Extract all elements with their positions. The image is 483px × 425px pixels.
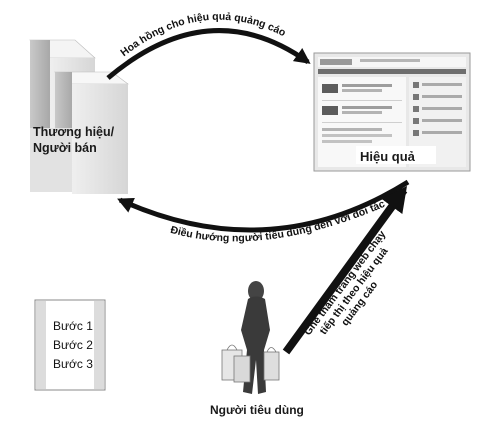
- seller-label-line2: Người bán: [33, 141, 97, 155]
- website-label: Hiệu quả: [360, 149, 416, 164]
- step-3: Bước 3: [53, 357, 93, 371]
- visit-label: Ghé thăm trang web chạy tiếp thị theo hi…: [302, 228, 391, 337]
- visit-arrow: [282, 185, 408, 355]
- steps-box: [34, 299, 106, 391]
- step-1: Bước 1: [53, 319, 93, 333]
- redirect-label: Điều hướng người tiêu dùng đến với đối t…: [169, 198, 387, 244]
- redirect-arrow: [117, 179, 410, 233]
- website-screenshot-icon: [313, 52, 471, 172]
- seller-buildings-icon: [29, 39, 129, 194]
- consumer-icon: [221, 281, 280, 394]
- step-2: Bước 2: [53, 338, 93, 352]
- consumer-label: Người tiêu dùng: [210, 403, 304, 417]
- seller-label-line1: Thương hiệu/: [33, 125, 115, 139]
- commission-arrow: [106, 28, 311, 80]
